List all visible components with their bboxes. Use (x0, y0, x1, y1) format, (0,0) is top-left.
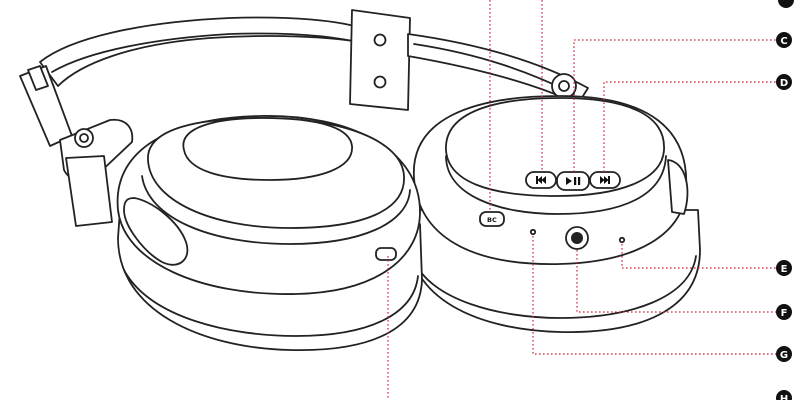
callout-c: C (776, 32, 792, 48)
svg-text:C: C (780, 36, 787, 47)
leader-lines (387, 0, 776, 400)
audio-jack[interactable] (565, 226, 589, 250)
button-bc[interactable]: BC (479, 211, 505, 227)
led-indicator (529, 228, 537, 236)
svg-text:E: E (781, 264, 788, 275)
leader-d (603, 81, 776, 172)
leader-g (532, 236, 776, 355)
leader-c (573, 39, 776, 172)
bc-button-label: BC (487, 216, 497, 224)
callout-f: F (776, 304, 792, 320)
button-next[interactable] (589, 171, 621, 189)
next-icon (600, 176, 610, 184)
svg-text:H: H (780, 394, 788, 400)
callout-partial-top (778, 0, 794, 8)
svg-text:F: F (781, 308, 788, 319)
play-icon (566, 177, 572, 185)
callout-h: H (776, 390, 792, 400)
left-earcup (116, 115, 423, 351)
pause-bar-icon (574, 177, 577, 185)
previous-icon (536, 176, 546, 184)
callout-g: G (776, 346, 792, 362)
leader-e (621, 244, 776, 269)
callout-d: D (776, 74, 792, 90)
button-play-pause[interactable] (556, 171, 590, 191)
button-previous[interactable] (525, 171, 557, 189)
svg-text:G: G (780, 350, 788, 361)
left-cup-switch[interactable] (375, 247, 397, 261)
leader-f (576, 250, 776, 313)
callout-e: E (776, 260, 792, 276)
svg-text:D: D (780, 78, 788, 89)
right-earcup: BC (407, 95, 701, 333)
microphone-hole (618, 236, 626, 244)
